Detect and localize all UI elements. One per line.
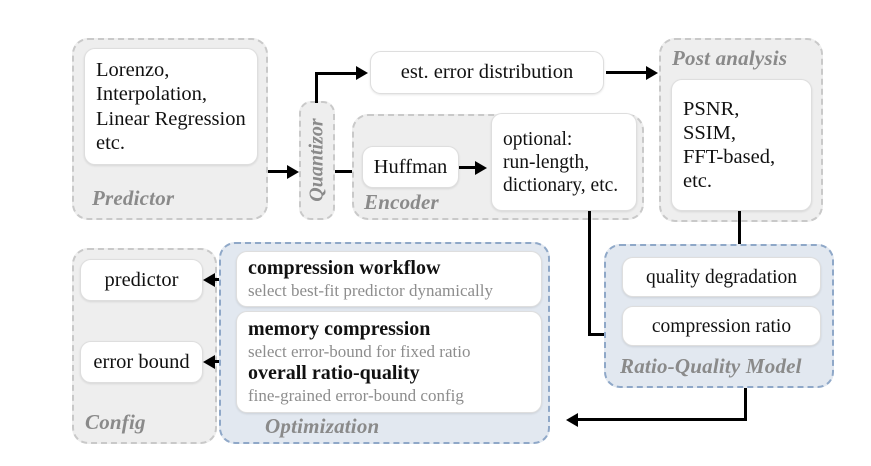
post-metric-line-1: PSNR, (683, 97, 740, 120)
predictor-method-line-4: etc. (96, 131, 126, 154)
group-title-post-analysis: Post analysis (672, 46, 788, 70)
box-quality-degradation: quality degradation (622, 257, 821, 297)
huffman-label: Huffman (373, 155, 448, 178)
post-metric-line-4: etc. (683, 170, 713, 193)
arrow-feedback-to-optimization-head (566, 412, 578, 427)
arrow-memory-to-error-bound-head (203, 354, 215, 369)
box-optimization-memory: memory compression select error-bound fo… (236, 311, 542, 413)
optional-line-2: run-length, (503, 151, 590, 173)
box-est-error-distribution: est. error distribution (370, 51, 604, 94)
arrow-feedback-vertical (744, 388, 748, 421)
quality-degradation-label: quality degradation (645, 266, 798, 288)
box-huffman: Huffman (362, 146, 459, 188)
group-title-ratio-quality: Ratio-Quality Model (620, 354, 802, 378)
optional-line-1: optional: (503, 128, 573, 150)
box-compression-ratio: compression ratio (622, 306, 821, 346)
arrow-post-to-quality-line (738, 211, 742, 256)
arrow-quantizor-branch-horizontal (315, 72, 359, 76)
opt-workflow-subtitle: select best-fit predictor dynamically (248, 280, 493, 300)
arrow-huffman-to-optional-head (475, 160, 487, 175)
group-title-config: Config (85, 410, 146, 434)
group-title-optimization: Optimization (265, 414, 380, 438)
box-optional-encoders: optional: run-length, dictionary, etc. (491, 113, 637, 211)
arrow-huffman-to-optional-line (459, 166, 476, 170)
post-metric-line-2: SSIM, (683, 121, 736, 144)
box-optimization-workflow: compression workflow select best-fit pre… (236, 251, 542, 307)
arrow-predictor-to-quantizor-line (268, 170, 288, 174)
group-quantizor (299, 101, 335, 220)
opt-memory-title: memory compression (248, 318, 431, 341)
predictor-method-line-2: Interpolation, (96, 83, 208, 106)
arrow-quantizor-to-huffman-line (335, 170, 356, 174)
predictor-method-line-1: Lorenzo, (96, 59, 170, 82)
est-error-label: est. error distribution (400, 61, 574, 84)
group-title-encoder: Encoder (364, 190, 439, 214)
group-title-predictor: Predictor (92, 186, 175, 210)
arrow-feedback-horizontal (578, 418, 747, 422)
arrow-quantizor-branch-vertical (315, 72, 319, 103)
box-config-predictor: predictor (80, 259, 203, 301)
group-title-quantizor: Quantizor (305, 118, 328, 202)
arrow-est-error-to-post-line (606, 71, 648, 75)
arrow-quantizor-to-est-error-head (356, 66, 368, 80)
optional-line-3: dictionary, etc. (503, 174, 619, 196)
opt-memory-subtitle: select error-bound for fixed ratio (248, 341, 471, 361)
config-predictor-label: predictor (104, 268, 179, 291)
compression-ratio-label: compression ratio (651, 315, 792, 337)
arrow-encoder-to-ratio-vertical (588, 211, 592, 336)
box-config-error-bound: error bound (80, 341, 203, 383)
config-error-bound-label: error bound (93, 350, 190, 373)
opt-workflow-title: compression workflow (248, 257, 441, 280)
box-predictor-methods: Lorenzo, Interpolation, Linear Regressio… (84, 48, 258, 165)
opt-overall-subtitle: fine-grained error-bound config (248, 385, 464, 405)
arrow-workflow-to-predictor-head (203, 272, 215, 287)
arrow-predictor-to-quantizor-head (287, 164, 299, 179)
post-metric-line-3: FFT-based, (683, 146, 776, 168)
opt-overall-title: overall ratio-quality (248, 362, 420, 384)
box-post-metrics: PSNR, SSIM, FFT-based, etc. (671, 79, 812, 211)
predictor-method-line-3: Linear Regression (96, 107, 246, 130)
arrow-est-error-to-post-head (646, 65, 658, 80)
